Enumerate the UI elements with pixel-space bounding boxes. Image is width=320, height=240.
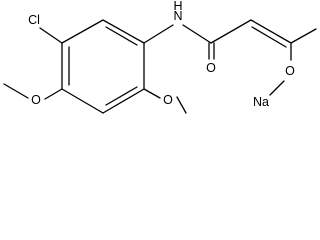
ring-bond-1 — [102, 19, 145, 44]
c-cl-bond — [39, 27, 63, 44]
ring-double-bond-b — [105, 86, 138, 106]
alkene-bond-2 — [251, 26, 287, 48]
enolate-oxygen-label: O — [285, 64, 295, 78]
o-na-bond — [269, 80, 285, 96]
chemical-structure-diagram: Cl N H O O Na O O — [3, 0, 317, 114]
chlorine-atom-label: Cl — [28, 13, 40, 27]
sodium-atom-label: Na — [253, 95, 269, 109]
o-ch3-methoxy2-bond — [176, 96, 187, 114]
amide-nitrogen-label: N — [173, 9, 182, 23]
methoxy2-oxygen-label: O — [163, 93, 173, 107]
alkene-bond-1 — [250, 19, 292, 44]
carbonyl-oxygen-label: O — [206, 61, 216, 75]
c-o-methoxy4-bond — [44, 88, 63, 100]
amide-hydrogen-label: H — [173, 0, 182, 13]
amide-c-alkene-bond — [210, 19, 252, 44]
ring-double-bond-a — [105, 26, 138, 46]
methyl-bond — [290, 28, 317, 44]
ring-bond-3 — [102, 88, 145, 114]
n-c-amide-bond — [182, 24, 212, 44]
ring-bond-6 — [61, 19, 104, 44]
benzene-ring — [61, 19, 145, 114]
methoxy4-oxygen-label: O — [31, 93, 41, 107]
ring-bond-4 — [61, 88, 104, 114]
c-n-bond — [143, 24, 174, 44]
c-o-methoxy2-bond — [143, 88, 161, 99]
o-ch3-methoxy4-bond — [3, 83, 29, 99]
